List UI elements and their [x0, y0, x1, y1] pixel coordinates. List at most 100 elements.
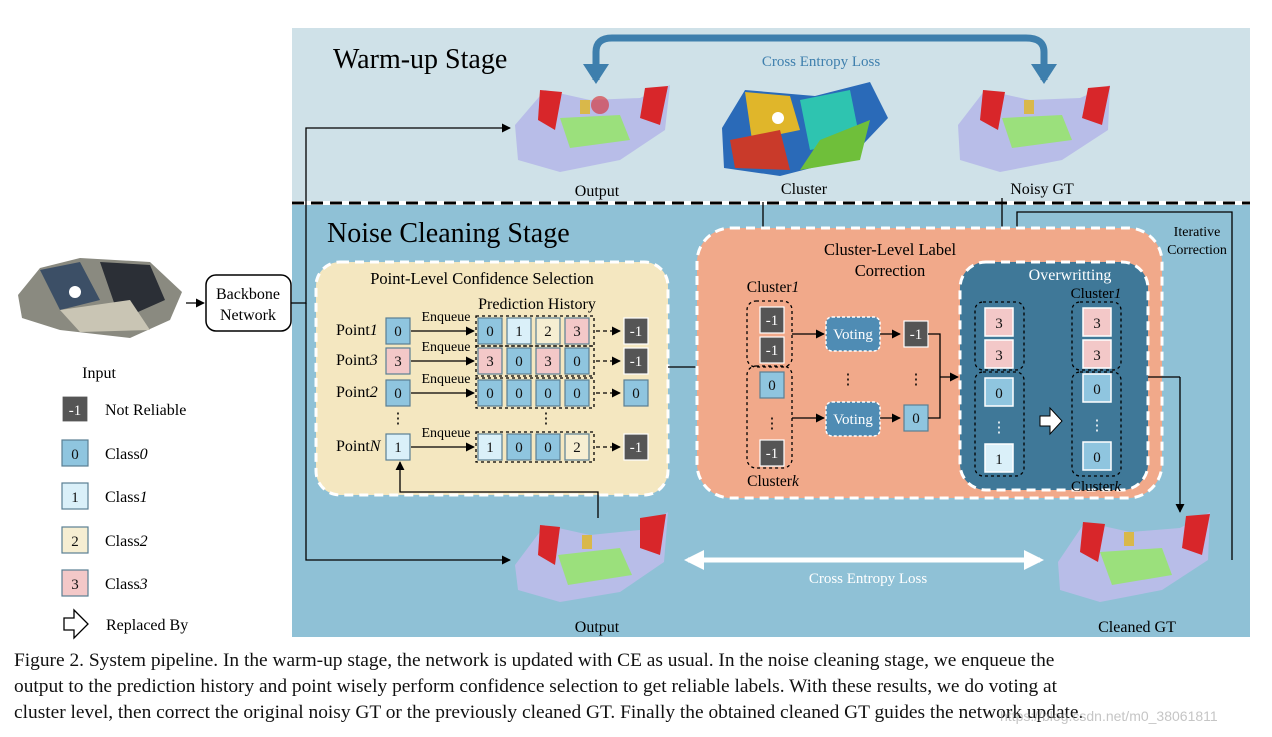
svg-text:-1: -1 — [766, 446, 779, 462]
svg-text:3: 3 — [486, 354, 494, 370]
noisy-gt-label: Noisy GT — [1010, 181, 1074, 198]
replaced-by-arrow-icon — [1039, 406, 1063, 436]
svg-text:3: 3 — [1093, 348, 1101, 364]
svg-text:3: 3 — [1093, 316, 1101, 332]
svg-text:0: 0 — [1093, 450, 1101, 466]
prediction-history-title: Prediction History — [478, 296, 596, 313]
overwrite-cluster-first-label: Cluster1 — [1071, 286, 1122, 302]
cluster-last-group — [746, 365, 793, 469]
enqueue-label: Enqueue — [422, 426, 471, 441]
svg-text:⋮: ⋮ — [909, 372, 924, 388]
overwrite-left-cell: 1 — [984, 443, 1014, 473]
svg-text:0: 0 — [544, 386, 552, 402]
history-cell: 0 — [535, 379, 561, 407]
overwrite-left-cell: 3 — [984, 339, 1014, 369]
overwrite-cluster-last-label: Clusterk — [1071, 479, 1121, 495]
svg-text:0: 0 — [544, 440, 552, 456]
svg-text:3: 3 — [544, 354, 552, 370]
history-cell: 0 — [506, 347, 532, 375]
svg-text:-1: -1 — [910, 327, 923, 343]
bottom-loss-label: Cross Entropy Loss — [809, 571, 928, 587]
confidence-result-cell: -1 — [623, 347, 649, 375]
svg-text:0: 0 — [995, 386, 1003, 402]
svg-text:0: 0 — [486, 386, 494, 402]
top-loss-label: Cross Entropy Loss — [762, 54, 881, 70]
cleaned-gt-point-cloud — [1058, 512, 1210, 602]
svg-text:3: 3 — [995, 316, 1003, 332]
svg-text:1: 1 — [71, 490, 79, 506]
caption-line-2: output to the prediction history and poi… — [14, 676, 1058, 697]
svg-text:3: 3 — [394, 354, 402, 370]
svg-text:1: 1 — [486, 440, 494, 456]
watermark: https://blog.csdn.net/m0_38061811 — [1000, 708, 1218, 724]
svg-text:0: 0 — [71, 447, 79, 463]
legend-replaced-by: Replaced By — [63, 608, 188, 640]
iterative-label-line1: Iterative — [1174, 225, 1221, 240]
cluster-cell: -1 — [759, 439, 785, 467]
legend-text: Not Reliable — [105, 402, 186, 419]
noisy-gt-point-cloud — [958, 85, 1110, 172]
svg-text:0: 0 — [573, 354, 581, 370]
history-cell: 0 — [506, 433, 532, 461]
input-label: Input — [82, 365, 116, 382]
history-ellipsis: ⋮ — [539, 411, 554, 427]
pipeline-diagram: Warm-up Stage Noise Cleaning Stage Cross… — [18, 28, 1250, 640]
svg-text:-1: -1 — [766, 313, 779, 329]
legend-text: Class0 — [105, 446, 148, 463]
point-row-label: Point2 — [336, 384, 378, 401]
cluster-cell: 0 — [759, 371, 785, 399]
output-bottom-point-cloud — [515, 512, 668, 602]
vote-output-cell: -1 — [903, 320, 929, 348]
svg-text:0: 0 — [912, 411, 920, 427]
svg-text:0: 0 — [515, 440, 523, 456]
svg-text:0: 0 — [632, 386, 640, 402]
cluster-label: Cluster — [781, 181, 828, 198]
confidence-result-cell: -1 — [623, 433, 649, 461]
legend-text: Class2 — [105, 533, 148, 550]
cluster-cell: -1 — [759, 336, 785, 364]
history-cell: 3 — [477, 347, 503, 375]
output-top-label: Output — [575, 183, 620, 200]
svg-text:1: 1 — [515, 324, 523, 340]
overwrite-right-cell: 3 — [1082, 339, 1112, 369]
cluster-panel-title-line2: Correction — [855, 261, 926, 280]
svg-text:0: 0 — [394, 386, 402, 402]
overwrite-left-first-group — [974, 301, 1025, 371]
svg-text:Voting: Voting — [833, 327, 873, 343]
svg-text:⋮: ⋮ — [765, 416, 780, 432]
history-cell: 3 — [535, 347, 561, 375]
point-row-label: PointN — [336, 438, 382, 455]
svg-text:0: 0 — [486, 324, 494, 340]
point-prediction-cell: 0 — [385, 379, 411, 407]
confidence-result-cell: -1 — [623, 317, 649, 345]
noise-cleaning-stage-title: Noise Cleaning Stage — [327, 218, 570, 249]
history-cell: 2 — [535, 317, 561, 345]
svg-text:2: 2 — [573, 440, 581, 456]
cluster-cell: -1 — [759, 306, 785, 334]
cluster-first-label: Cluster1 — [747, 279, 800, 296]
point-prediction-cell: 1 — [385, 433, 411, 461]
point-ellipsis: ⋮ — [391, 411, 406, 427]
overwrite-left-last-group — [974, 371, 1025, 477]
overwrite-right-cell: 0 — [1082, 373, 1112, 403]
history-cell: 0 — [477, 379, 503, 407]
svg-text:Voting: Voting — [833, 412, 873, 428]
overwrite-left-cell: 0 — [984, 377, 1014, 407]
point-prediction-cell: 3 — [385, 347, 411, 375]
svg-text:-1: -1 — [630, 440, 643, 456]
svg-text:⋮: ⋮ — [992, 420, 1007, 436]
output-bottom-label: Output — [575, 619, 620, 636]
caption-line-3: cluster level, then correct the original… — [14, 702, 1084, 723]
history-cell: 0 — [535, 433, 561, 461]
legend-item: 0 Class0 — [61, 439, 148, 467]
svg-text:⋮: ⋮ — [841, 372, 856, 388]
